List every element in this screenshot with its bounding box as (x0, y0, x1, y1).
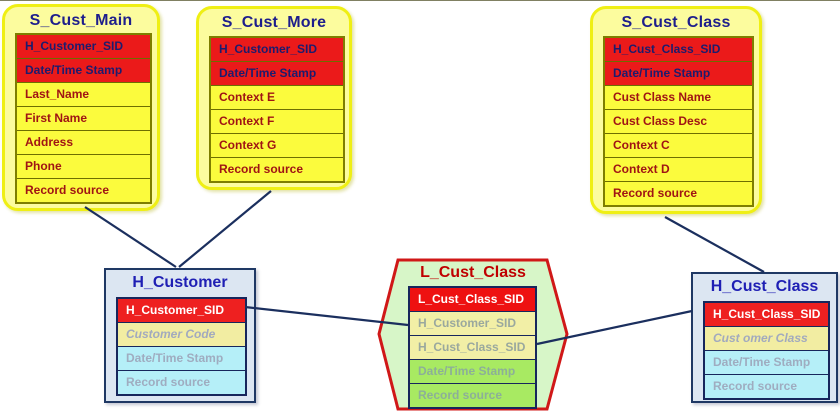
field-table: L_Cust_Class_SID H_Customer_SID H_Cust_C… (408, 286, 537, 409)
entity-title: S_Cust_Main (29, 12, 133, 29)
field-row: Last_Name (17, 82, 150, 106)
field-row: H_Cust_Class_SID (605, 38, 752, 61)
field-row: Date/Time Stamp (211, 61, 343, 85)
field-row: Date/Time Stamp (17, 58, 150, 82)
field-row: Cust omer Class (705, 326, 828, 350)
entity-l-cust-class: L_Cust_Class L_Cust_Class_SID H_Customer… (377, 258, 569, 411)
field-table: H_Customer_SID Date/Time Stamp Context E… (209, 36, 345, 183)
field-row: Date/Time Stamp (705, 350, 828, 374)
field-row: Record source (410, 383, 535, 407)
field-row: Date/Time Stamp (410, 359, 535, 383)
field-row: Record source (211, 157, 343, 181)
entity-title: H_Customer (132, 274, 228, 291)
entity-title: S_Cust_Class (621, 14, 731, 31)
field-row: Cust Class Name (605, 85, 752, 109)
field-row: Record source (118, 370, 245, 394)
field-row: Record source (17, 178, 150, 202)
entity-h-customer: H_Customer H_Customer_SID Customer Code … (104, 268, 256, 403)
field-row: H_Cust_Class_SID (705, 303, 828, 326)
field-row: Date/Time Stamp (118, 346, 245, 370)
field-row: Cust Class Desc (605, 109, 752, 133)
top-border-line (0, 0, 840, 1)
entity-title: H_Cust_Class (710, 278, 819, 295)
field-row: Record source (605, 181, 752, 205)
field-row: Customer Code (118, 322, 245, 346)
field-row: H_Customer_SID (118, 299, 245, 322)
field-row: H_Customer_SID (410, 311, 535, 335)
connection-line (84, 206, 177, 268)
field-row: Context F (211, 109, 343, 133)
field-row: Address (17, 130, 150, 154)
entity-h-cust-class: H_Cust_Class H_Cust_Class_SID Cust omer … (691, 272, 838, 403)
field-table: H_Customer_SID Customer Code Date/Time S… (116, 297, 247, 396)
field-row: Date/Time Stamp (605, 61, 752, 85)
field-row: H_Cust_Class_SID (410, 335, 535, 359)
field-row: Context C (605, 133, 752, 157)
entity-title: S_Cust_More (221, 14, 327, 31)
field-row: Context G (211, 133, 343, 157)
field-row: L_Cust_Class_SID (410, 288, 535, 311)
field-row: Context E (211, 85, 343, 109)
field-row: Record source (705, 374, 828, 398)
field-table: H_Customer_SID Date/Time Stamp Last_Name… (15, 33, 152, 204)
field-table: H_Cust_Class_SID Cust omer Class Date/Ti… (703, 301, 830, 400)
entity-s-cust-more: S_Cust_More H_Customer_SID Date/Time Sta… (196, 6, 352, 190)
entity-title: L_Cust_Class (420, 264, 526, 281)
field-row: H_Customer_SID (17, 35, 150, 58)
field-row: Phone (17, 154, 150, 178)
field-row: H_Customer_SID (211, 38, 343, 61)
connection-line (664, 216, 765, 273)
connection-line (178, 190, 272, 268)
field-table: H_Cust_Class_SID Date/Time Stamp Cust Cl… (603, 36, 754, 207)
field-row: First Name (17, 106, 150, 130)
entity-s-cust-main: S_Cust_Main H_Customer_SID Date/Time Sta… (2, 4, 160, 211)
entity-s-cust-class: S_Cust_Class H_Cust_Class_SID Date/Time … (590, 6, 762, 214)
field-row: Context D (605, 157, 752, 181)
